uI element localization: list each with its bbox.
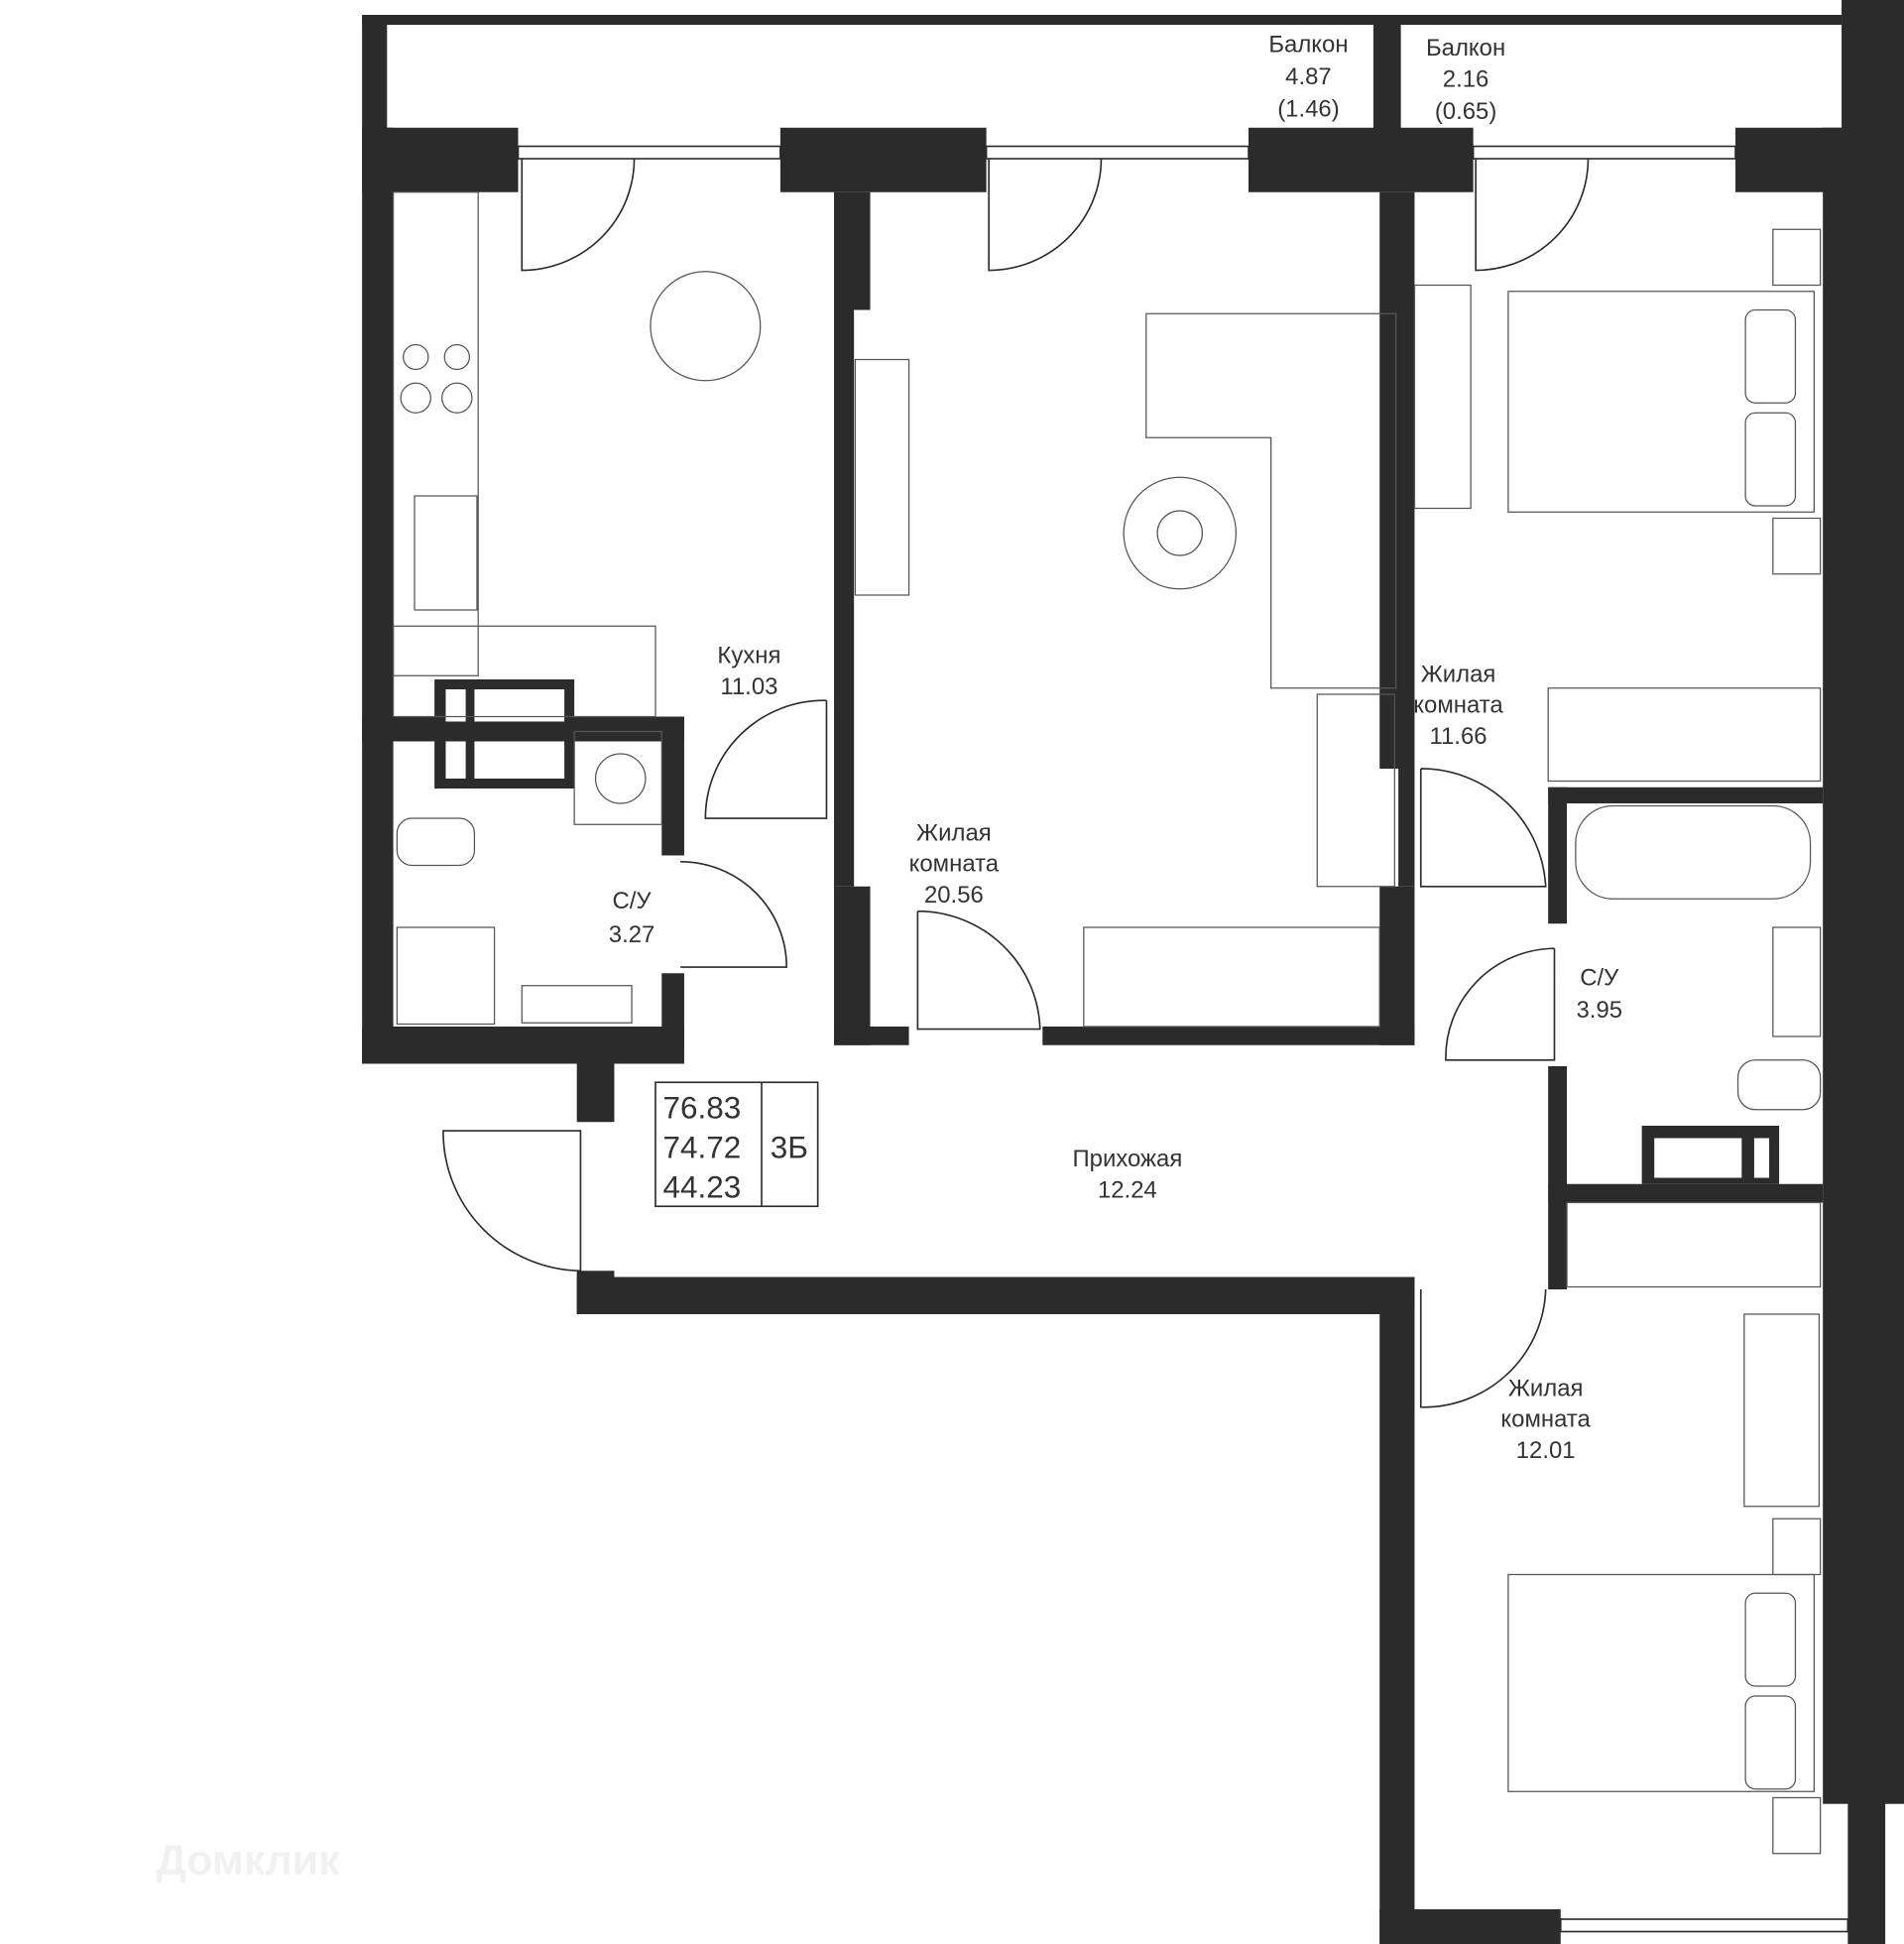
room-name: комната [1500, 1406, 1591, 1433]
room-name: комната [1413, 692, 1503, 719]
room-label-hall: Прихожая 12.24 [1072, 1146, 1182, 1203]
total-area: 76.83 [663, 1091, 742, 1126]
room-label-living-2: Жилая комната 11.66 [1413, 662, 1503, 750]
room-label-bath-1: С/У 3.27 [609, 888, 655, 948]
balcony-outline [362, 0, 1904, 129]
room-label-living-1: Жилая комната 20.56 [909, 820, 1000, 909]
room-name: С/У [613, 888, 653, 914]
room-area: 3.95 [1577, 997, 1623, 1024]
room-name: Балкон [1268, 32, 1348, 59]
room-reduced-area: (0.65) [1435, 98, 1496, 125]
windows [517, 145, 1849, 1933]
room-name: Жилая [1508, 1376, 1584, 1402]
room-area: 3.27 [609, 921, 655, 948]
doors [442, 158, 1590, 1408]
room-name: комната [909, 851, 1000, 878]
room-area: 12.01 [1516, 1437, 1576, 1464]
watermark: Домклик [156, 1837, 340, 1884]
room-label-balcony-2: Балкон 2.16 (0.65) [1426, 35, 1505, 125]
area-without-balcony: 74.72 [663, 1131, 742, 1165]
room-name: Жилая [1421, 662, 1496, 688]
room-label-bath-2: С/У 3.95 [1577, 965, 1623, 1024]
living-area: 44.23 [663, 1170, 742, 1205]
room-name: Жилая [916, 820, 992, 847]
room-name: Кухня [717, 643, 780, 669]
room-area: 20.56 [924, 882, 984, 909]
apartment-type: 3Б [771, 1131, 808, 1165]
room-area: 11.66 [1429, 723, 1487, 750]
room-area: 11.03 [720, 673, 777, 700]
room-reduced-area: (1.46) [1277, 96, 1339, 123]
room-name: С/У [1580, 965, 1619, 992]
room-label-living-3: Жилая комната 12.01 [1500, 1376, 1591, 1464]
walls [362, 127, 1904, 1944]
room-area: 12.24 [1098, 1177, 1157, 1204]
room-label-kitchen: Кухня 11.03 [717, 643, 780, 700]
room-name: Балкон [1426, 35, 1505, 61]
room-area: 4.87 [1285, 63, 1332, 90]
area-summary-box: 76.83 74.72 44.23 3Б [654, 1081, 819, 1208]
room-label-balcony-1: Балкон 4.87 (1.46) [1268, 32, 1348, 123]
furniture [392, 191, 1822, 1855]
room-area: 2.16 [1443, 66, 1489, 93]
room-name: Прихожая [1072, 1146, 1182, 1172]
